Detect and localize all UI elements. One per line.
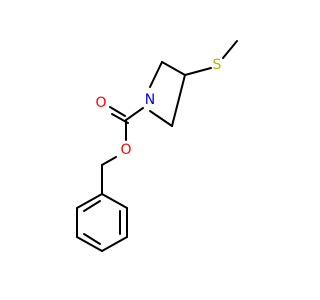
bond-ring-c3-c2 [161, 61, 186, 76]
bond-benzene-inner-2 [83, 233, 101, 245]
bond-benzene-6 [76, 193, 103, 209]
bond-carbonyl-double-1 [109, 106, 126, 117]
bond-benzene-3 [101, 236, 128, 252]
background [0, 0, 300, 300]
bond-ring-n-c4 [149, 110, 173, 127]
atom-carbonyl-oxygen: O [95, 95, 106, 111]
bonds [76, 40, 238, 252]
molecule-diagram: S N O O [0, 0, 300, 300]
atom-ester-oxygen: O [120, 142, 131, 158]
bond-ring-c2-n [149, 61, 163, 88]
atom-labels: S N O O [95, 57, 221, 158]
bond-benzene-inner-3 [83, 200, 101, 212]
bond-n-carbonyl-c [125, 107, 144, 121]
bond-benzene-1 [101, 193, 128, 209]
bond-sulfur-ring-c3 [184, 67, 212, 76]
bond-methyl-sulfur [222, 40, 238, 59]
bond-ester-o-ch2 [101, 156, 117, 166]
atom-sulfur: S [213, 57, 222, 73]
bond-ring-c4-c3 [171, 74, 186, 127]
atom-nitrogen: N [145, 92, 155, 108]
bond-benzene-4 [76, 236, 103, 252]
